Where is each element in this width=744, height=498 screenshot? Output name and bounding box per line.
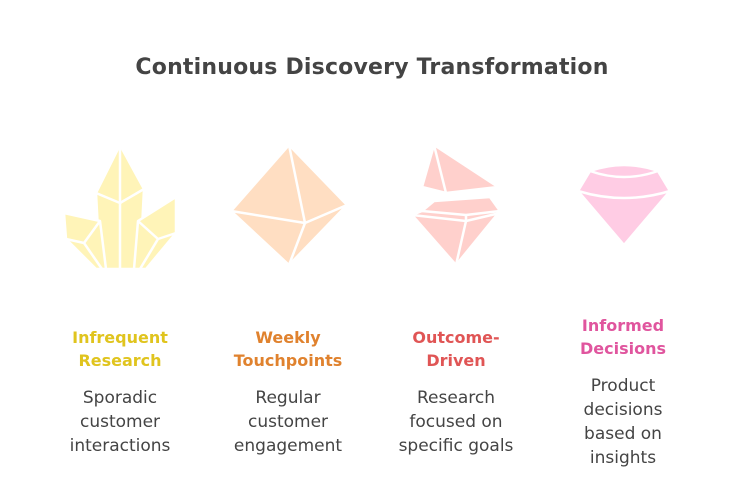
octahedron-gem-icon xyxy=(229,143,349,267)
stage-label-line: Research xyxy=(78,351,162,370)
crystal-cluster-icon xyxy=(62,143,178,271)
stage-description-line: customer xyxy=(79,412,161,432)
stage-description: Regular customer engagement xyxy=(203,386,373,458)
stage-description-line: decisions xyxy=(583,400,663,420)
stage-label-line: Touchpoints xyxy=(233,351,343,370)
stage-description: Product decisions based on insights xyxy=(538,374,708,470)
stage-description-line: Research xyxy=(417,388,495,408)
stage-label-line: Decisions xyxy=(579,339,666,358)
stage-description-line: Sporadic xyxy=(82,388,158,408)
stage-description-line: customer xyxy=(247,412,329,432)
split-gem-icon xyxy=(410,143,502,267)
stage-description-line: Regular xyxy=(255,388,321,408)
stage-label: Infrequent Research xyxy=(35,326,205,372)
stage-label: Outcome- Driven xyxy=(371,326,541,372)
stage-description-line: specific goals xyxy=(398,436,514,456)
stage-description-line: based on xyxy=(584,424,662,444)
diamond-icon xyxy=(576,163,672,247)
stage-description-line: insights xyxy=(589,448,657,468)
stage-label-line: Infrequent xyxy=(72,328,168,347)
stage-label: Weekly Touchpoints xyxy=(203,326,373,372)
stage-description-line: interactions xyxy=(69,436,171,456)
stage-description-line: Product xyxy=(590,376,656,396)
stage-label-line: Driven xyxy=(426,351,486,370)
stage-label: Informed Decisions xyxy=(538,314,708,360)
stage-description: Sporadic customer interactions xyxy=(35,386,205,458)
diagram-title: Continuous Discovery Transformation xyxy=(135,55,609,80)
stage-label-line: Outcome- xyxy=(412,328,500,347)
stage-description-line: focused on xyxy=(409,412,503,432)
stage-label-line: Informed xyxy=(581,316,665,335)
stage-description-line: engagement xyxy=(233,436,343,456)
stage-description: Research focused on specific goals xyxy=(371,386,541,458)
stage-label-line: Weekly xyxy=(255,328,321,347)
